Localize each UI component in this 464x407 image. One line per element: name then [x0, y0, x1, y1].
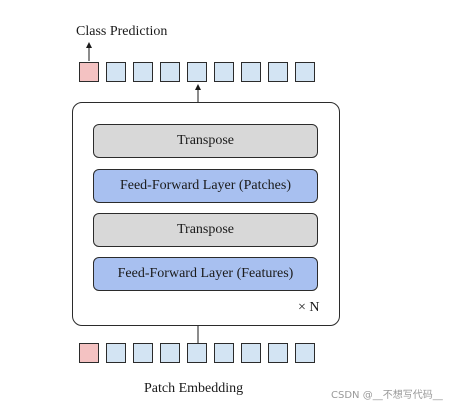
input-patch-token: [241, 343, 261, 363]
input-patch-token: [295, 343, 315, 363]
output-patch-token: [241, 62, 261, 82]
input-patch-token: [268, 343, 288, 363]
output-class-token: [79, 62, 99, 82]
patch-embedding-label: Patch Embedding: [144, 381, 244, 396]
output-patch-token: [295, 62, 315, 82]
transpose-layer-2: Transpose: [93, 213, 318, 247]
feed-forward-patches-layer: Feed-Forward Layer (Patches): [93, 169, 318, 203]
transpose-layer-2-label: Transpose: [176, 222, 235, 237]
feed-forward-patches-label: Feed-Forward Layer (Patches): [119, 178, 292, 193]
input-patch-token: [187, 343, 207, 363]
input-class-token: [79, 343, 99, 363]
repeat-count-label: × N: [298, 300, 320, 315]
watermark-text: CSDN @__不想写代码__: [331, 390, 443, 401]
output-patch-token: [268, 62, 288, 82]
output-patch-token: [133, 62, 153, 82]
feed-forward-features-label: Feed-Forward Layer (Features): [117, 266, 294, 281]
input-patch-token: [133, 343, 153, 363]
transpose-layer-1-label: Transpose: [176, 133, 235, 148]
class-prediction-label: Class Prediction: [76, 24, 168, 39]
output-patch-token: [160, 62, 180, 82]
output-patch-token: [106, 62, 126, 82]
output-patch-token: [187, 62, 207, 82]
input-patch-token: [106, 343, 126, 363]
transpose-layer-1: Transpose: [93, 124, 318, 158]
output-patch-token: [214, 62, 234, 82]
input-patch-token: [160, 343, 180, 363]
input-patch-token: [214, 343, 234, 363]
feed-forward-features-layer: Feed-Forward Layer (Features): [93, 257, 318, 291]
